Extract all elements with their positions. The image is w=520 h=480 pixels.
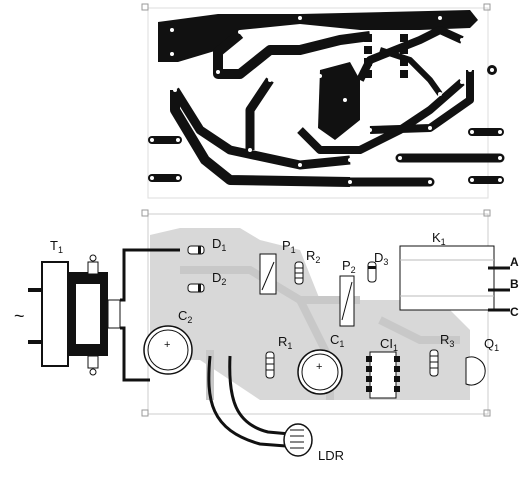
- trimmer-p1: [259, 253, 277, 295]
- corner-mark-ml: [141, 209, 149, 217]
- copper-trace-mid: [245, 77, 274, 150]
- label-d3: D3: [374, 250, 388, 267]
- corner-mark-br: [483, 409, 491, 417]
- resistor-r3: [429, 349, 439, 377]
- copper-pad-center: [318, 62, 360, 140]
- ic-ci1: [366, 351, 400, 399]
- copper-trace-right2: [297, 78, 465, 154]
- label-ci1: CI1: [380, 336, 398, 353]
- label-r2: R2: [306, 248, 320, 265]
- transistor-q1: [465, 356, 486, 386]
- copper-trace-diag2: [171, 87, 351, 170]
- relay-k1: [399, 245, 495, 311]
- capacitor-c1: +: [297, 349, 343, 395]
- copper-trace-right3: [369, 70, 474, 134]
- copper-trace-top: [300, 10, 478, 30]
- copper-trace-diag1: [213, 30, 371, 79]
- terminal-a: A: [510, 255, 519, 269]
- diode-d3: [367, 261, 377, 283]
- relay-terminals: [488, 266, 510, 312]
- trimmer-p2: [339, 275, 355, 327]
- label-q1: Q1: [484, 336, 499, 353]
- label-ac-symbol: ~: [14, 306, 25, 326]
- copper-trace-right1: [356, 26, 464, 82]
- label-t1: T1: [50, 238, 63, 255]
- ldr-sensor: [283, 423, 313, 457]
- copper-drill-holes: [150, 16, 502, 184]
- label-p2: P2: [342, 258, 356, 275]
- corner-mark-bl: [141, 409, 149, 417]
- svg-text:+: +: [316, 361, 322, 373]
- copper-layout: [141, 3, 505, 199]
- copper-trace-left: [170, 90, 351, 187]
- component-layout: T1 ~ D1 D2 P1 R2: [14, 209, 519, 463]
- label-c2: C2: [178, 308, 192, 325]
- corner-mark-mr: [483, 209, 491, 217]
- label-d1: D1: [212, 236, 226, 253]
- corner-mark-tl: [141, 3, 149, 11]
- label-c1: C1: [330, 332, 344, 349]
- transformer-t1: [28, 254, 121, 376]
- label-r1: R1: [278, 334, 292, 351]
- label-k1: K1: [432, 230, 446, 247]
- diode-d2: [187, 283, 205, 293]
- resistor-r2: [294, 261, 304, 285]
- capacitor-c2: +: [143, 325, 193, 375]
- copper-ic-pads: [364, 34, 408, 78]
- label-d2: D2: [212, 270, 226, 287]
- label-ldr: LDR: [318, 448, 344, 463]
- svg-text:+: +: [164, 339, 170, 351]
- label-p1: P1: [282, 238, 296, 255]
- label-r3: R3: [440, 332, 454, 349]
- copper-board-outline: [147, 7, 489, 199]
- copper-trace-ic: [379, 47, 443, 96]
- resistor-r1: [265, 351, 275, 379]
- transformer-wires: [120, 248, 180, 382]
- corner-mark-tr: [483, 3, 491, 11]
- component-board-outline: [147, 213, 489, 415]
- terminal-c: C: [510, 305, 519, 319]
- ldr-leads: [207, 355, 291, 448]
- terminal-b: B: [510, 277, 519, 291]
- diode-d1: [187, 245, 205, 255]
